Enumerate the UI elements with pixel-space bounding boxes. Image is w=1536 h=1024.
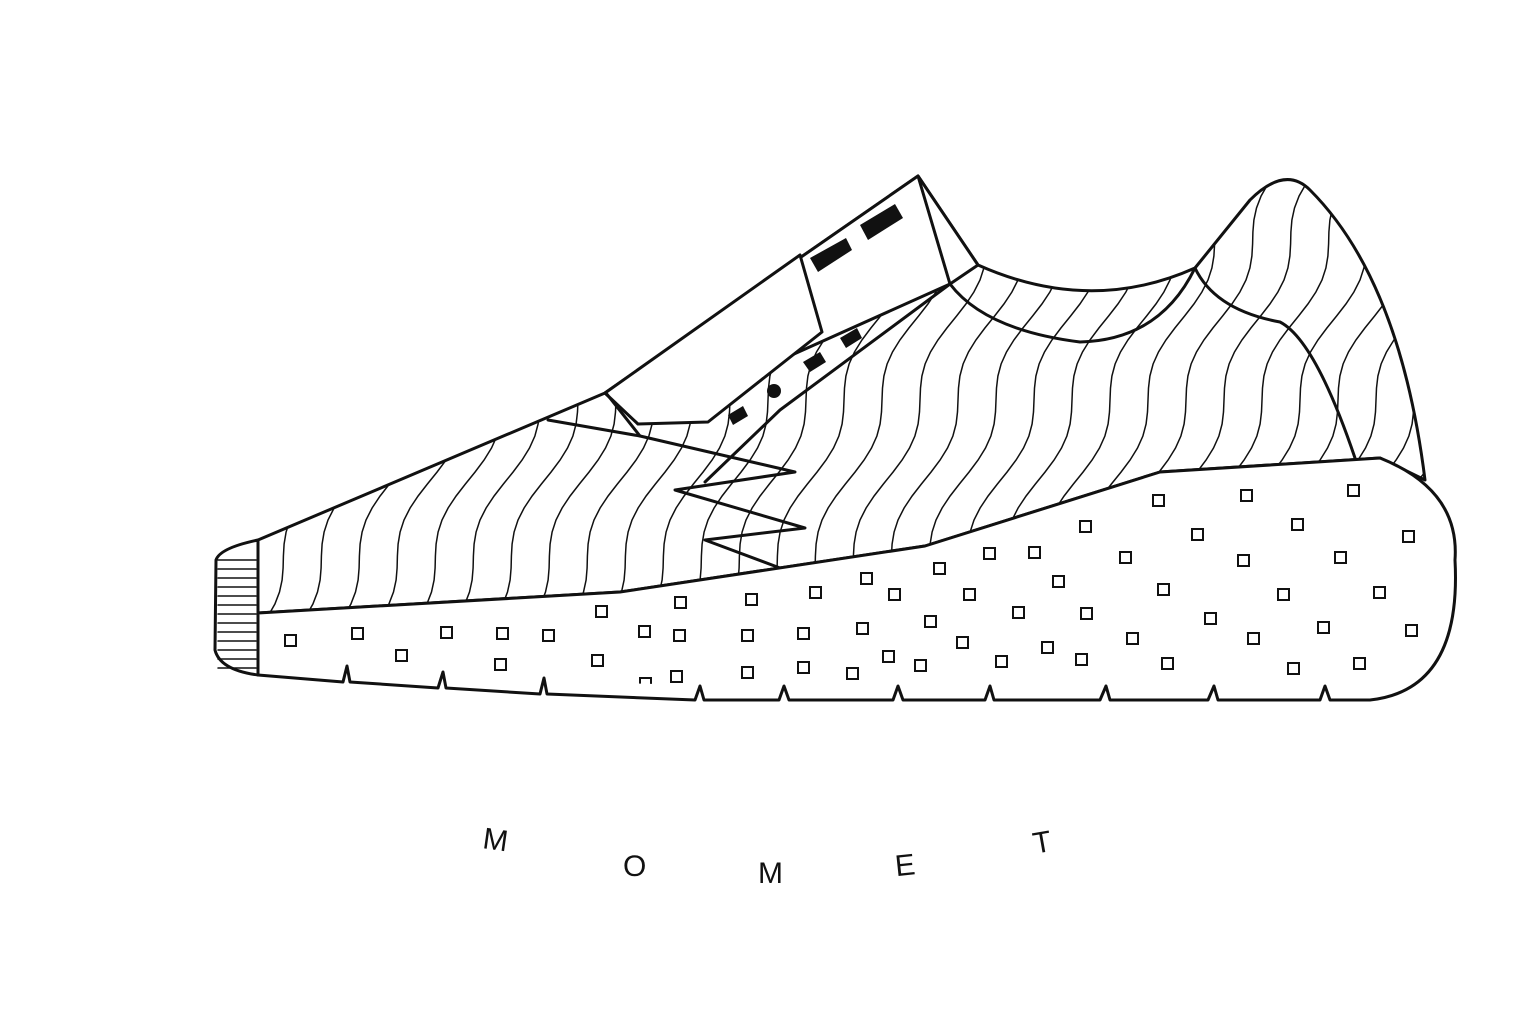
sole-square (995, 655, 1008, 668)
caption-letter: O (623, 850, 646, 883)
sole-square (914, 659, 927, 672)
sole-square (745, 593, 758, 606)
sole-square (591, 654, 604, 667)
caption-letter: T (1030, 825, 1054, 861)
sole-square (1240, 489, 1253, 502)
sole-square (595, 605, 608, 618)
sole-square (846, 667, 859, 680)
sole-square (956, 636, 969, 649)
sole-square (674, 596, 687, 609)
sole-square (1277, 588, 1290, 601)
sole-square (933, 562, 946, 575)
sole-square (1126, 632, 1139, 645)
sole-square (983, 547, 996, 560)
sole-square (860, 572, 873, 585)
sole-square (351, 627, 364, 640)
sole-square (1157, 583, 1170, 596)
sole-square (1291, 518, 1304, 531)
sole-square (856, 622, 869, 635)
sole-square (1237, 554, 1250, 567)
sole-square (494, 658, 507, 671)
sole-square (741, 629, 754, 642)
sole-square (638, 625, 651, 638)
sole-square (670, 670, 683, 683)
caption: M O M E T (481, 822, 1054, 890)
sole-square (542, 629, 555, 642)
sole-square (284, 634, 297, 647)
caption-letter: E (893, 848, 916, 883)
sole-square (1152, 494, 1165, 507)
sole-square (741, 666, 754, 679)
sole-square (797, 661, 810, 674)
sole-square (1052, 575, 1065, 588)
sole-square (673, 629, 686, 642)
sole-square (1247, 632, 1260, 645)
caption-letter: M (758, 857, 783, 890)
sole-square (1317, 621, 1330, 634)
sole-square (1041, 641, 1054, 654)
sole-square (1075, 653, 1088, 666)
sole-square (1402, 530, 1415, 543)
eyelets (728, 204, 903, 425)
sole-square (1373, 586, 1386, 599)
sole-square (1012, 606, 1025, 619)
sole-square (809, 586, 822, 599)
sole-square (1161, 657, 1174, 670)
sole-square (395, 649, 408, 662)
sole-square (1080, 607, 1093, 620)
sole-square (1028, 546, 1041, 559)
sole-square (888, 588, 901, 601)
caption-letter: M (481, 822, 510, 858)
sole-square (882, 650, 895, 663)
lace-panel (546, 174, 1357, 570)
sole-square (963, 588, 976, 601)
sole-square (1191, 528, 1204, 541)
sole-square (1204, 612, 1217, 625)
sole-square (797, 627, 810, 640)
wave-line (1504, 160, 1536, 640)
sole-square (1287, 662, 1300, 675)
sole-square (1347, 484, 1360, 497)
sole-square (440, 626, 453, 639)
sole-texture (284, 484, 1418, 690)
sole-square (496, 627, 509, 640)
sole-square (1405, 624, 1418, 637)
wave-line (1466, 160, 1536, 640)
sole-square (924, 615, 937, 628)
midsole (256, 456, 1457, 702)
sole-square (1353, 657, 1366, 670)
sole-square (1334, 551, 1347, 564)
sole-square (1119, 551, 1132, 564)
toe-cap (213, 538, 260, 677)
sole-square (1079, 520, 1092, 533)
